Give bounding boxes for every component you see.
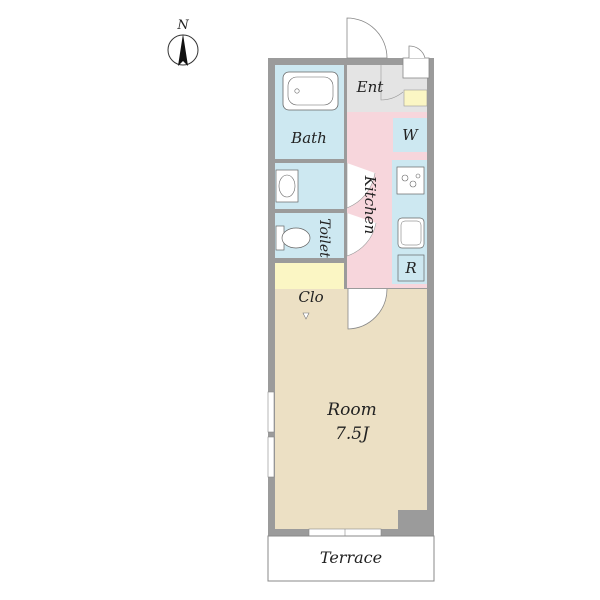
closet-door-marker	[302, 312, 310, 320]
washer-label: W	[402, 126, 419, 144]
kitchen-label: Kitchen	[361, 175, 379, 235]
entrance-door-swing	[346, 17, 388, 59]
closet-label: Clo	[298, 288, 323, 306]
entrance-inner-door-swing	[380, 65, 404, 101]
terrace	[267, 535, 435, 582]
room-size-label: 7.5J	[335, 424, 370, 444]
refrigerator-label: R	[404, 259, 416, 277]
entrance-label: Ent	[356, 78, 385, 96]
bath-label: Bath	[290, 129, 327, 147]
refrigerator-space	[397, 254, 425, 282]
north-arrow-icon	[178, 34, 188, 66]
exterior-cabinet	[402, 57, 430, 79]
window-lower	[267, 436, 275, 478]
room-door-swing	[347, 288, 388, 330]
room-label: Room	[326, 400, 376, 420]
kitchen-sink-icon	[397, 217, 425, 249]
compass-label: N	[176, 18, 189, 33]
window-upper	[267, 391, 275, 433]
washer-space	[393, 118, 427, 152]
toilet-icon	[275, 225, 311, 251]
compass: N	[167, 18, 199, 66]
wash-basin-icon	[275, 169, 299, 203]
stove-icon	[396, 166, 425, 195]
toilet-door-swing	[346, 213, 377, 257]
room-corner-pillar	[398, 510, 427, 529]
washroom-door-swing	[346, 163, 376, 209]
terrace-label: Terrace	[320, 548, 382, 567]
bathtub-icon	[282, 71, 339, 111]
shoe-box	[403, 89, 428, 107]
toilet-label: Toilet	[316, 218, 332, 258]
cabinet-door-swing	[408, 45, 426, 59]
